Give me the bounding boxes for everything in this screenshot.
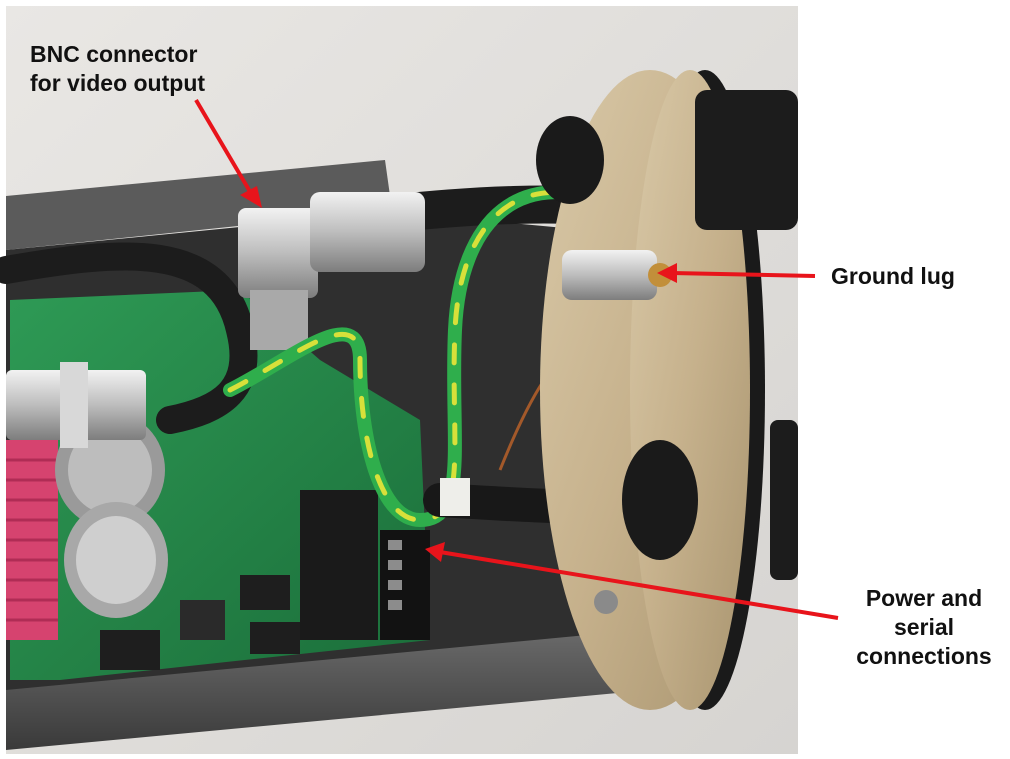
label-bnc-line1: BNC connector: [30, 41, 198, 67]
chip: [240, 575, 290, 610]
coax-cable: [0, 242, 258, 434]
housing-top-rail: [6, 160, 392, 250]
chip: [250, 622, 300, 654]
arrow-power: [439, 550, 839, 620]
cable-tie: [440, 478, 470, 516]
arrow-ground: [671, 271, 816, 278]
rear-fitting-top: [695, 90, 798, 230]
label-ground-lug: Ground lug: [831, 262, 955, 291]
arrow-bnc: [194, 98, 254, 197]
label-bnc-line2: for video output: [30, 70, 206, 96]
chip: [180, 600, 225, 640]
arrow-bnc-head: [240, 186, 262, 208]
rear-fitting-bottom: [770, 420, 798, 580]
cable-gland-top: [536, 116, 604, 204]
bnc-coupler: [310, 192, 425, 272]
annotation-arrows: [194, 98, 839, 620]
arrow-ground-head: [657, 263, 677, 283]
power-connector: [380, 530, 430, 640]
chip: [100, 630, 160, 670]
terminal-block: [300, 490, 378, 640]
bnc-elbow-connector: [238, 208, 318, 298]
arrow-power-head: [425, 542, 445, 562]
label-power-line1: Power and: [865, 585, 983, 611]
housing-bottom-lip: [6, 630, 650, 750]
ground-lug: [562, 250, 657, 300]
label-power-line3: connections: [856, 643, 992, 669]
label-ground-line1: Ground lug: [831, 263, 955, 289]
label-power-line2: serial: [893, 614, 955, 640]
label-power-serial: Power and serial connections: [838, 584, 1010, 671]
cable-gland-bottom: [622, 440, 698, 560]
label-bnc-connector: BNC connector for video output: [30, 40, 205, 98]
